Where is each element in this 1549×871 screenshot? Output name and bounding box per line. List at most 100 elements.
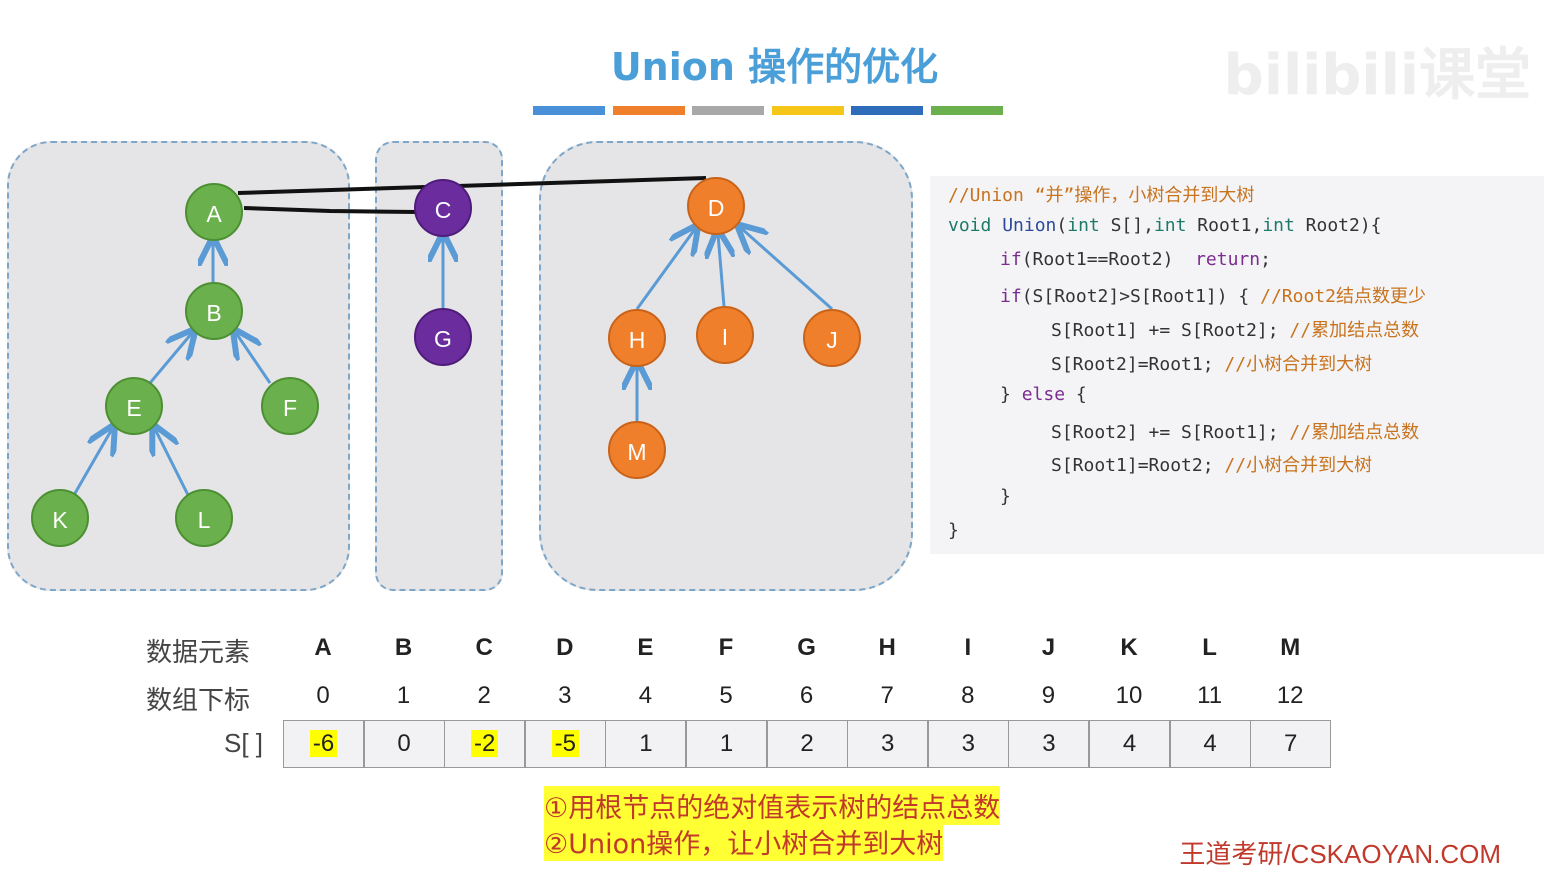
table-s-cell bbox=[1250, 720, 1332, 768]
color-bar-segment bbox=[771, 106, 844, 115]
node-j: J bbox=[803, 309, 861, 367]
table-s-cell bbox=[1089, 720, 1170, 768]
code-line-8: S[Root2] += S[Root1]; //累加结点总数 bbox=[1051, 422, 1420, 443]
table-s-cell bbox=[1008, 720, 1090, 768]
code-line-7: } else { bbox=[1000, 384, 1087, 405]
node-b: B bbox=[185, 282, 243, 340]
table-index-cell: 8 bbox=[961, 682, 975, 709]
table-s-value: -6 bbox=[283, 730, 364, 758]
table-s-value-text: 0 bbox=[397, 730, 411, 757]
edge-i-d bbox=[718, 234, 724, 307]
node-m: M bbox=[608, 421, 666, 479]
table-s-value: 4 bbox=[1170, 730, 1251, 758]
table-header-cell: C bbox=[475, 634, 493, 661]
table-header-cell: J bbox=[1041, 634, 1056, 661]
node-g: G bbox=[414, 308, 472, 366]
table-header-cell: I bbox=[964, 634, 972, 661]
node-i: I bbox=[696, 306, 754, 364]
label-array-index: 数组下标 bbox=[146, 686, 251, 716]
color-bar-segment bbox=[612, 106, 685, 115]
table-s-value-text: 3 bbox=[881, 730, 895, 757]
table-index-cell: 11 bbox=[1197, 682, 1223, 709]
code-line-6: S[Root2]=Root1; //小树合并到大树 bbox=[1051, 354, 1373, 375]
node-k: K bbox=[31, 489, 89, 547]
table-s-cell bbox=[766, 720, 848, 768]
table-index-cell: 9 bbox=[1041, 682, 1056, 709]
code-line-1: //Union “并”操作，小树合并到大树 bbox=[948, 185, 1255, 206]
table-index-cell: 5 bbox=[719, 682, 733, 709]
code-block: //Union “并”操作，小树合并到大树 void Union(int S[]… bbox=[930, 176, 1544, 554]
table-s-value-text: 2 bbox=[800, 730, 814, 757]
node-l: L bbox=[175, 489, 233, 547]
node-c: C bbox=[414, 179, 472, 237]
link-a-d bbox=[237, 176, 707, 195]
edge-f-b bbox=[236, 333, 272, 384]
node-h: H bbox=[608, 309, 666, 367]
node-f: F bbox=[261, 377, 319, 435]
color-bar-segment bbox=[930, 106, 1003, 115]
table-s-value: 7 bbox=[1250, 730, 1331, 758]
edge-l-e bbox=[155, 429, 190, 496]
edge-k-e bbox=[72, 429, 112, 496]
table-header-cell: K bbox=[1120, 634, 1138, 661]
table-s-value-text: 1 bbox=[719, 730, 734, 757]
table-s-value-text: 1 bbox=[639, 730, 653, 757]
table-s-value-text: -2 bbox=[471, 730, 499, 757]
slide-title: Union 操作的优化 bbox=[610, 45, 939, 89]
table-index-cell: 4 bbox=[638, 682, 653, 709]
code-line-11: } bbox=[948, 520, 959, 541]
node-e: E bbox=[105, 377, 163, 435]
table-header-cell: A bbox=[314, 634, 332, 661]
note-2: ②Union操作，让小树合并到大树 bbox=[544, 822, 944, 861]
table-s-cell bbox=[363, 720, 445, 768]
color-bar-segment bbox=[851, 106, 923, 115]
table-s-value-text: -6 bbox=[309, 730, 338, 757]
table-s-value-text: 4 bbox=[1203, 730, 1217, 757]
table-s-value: 3 bbox=[1008, 730, 1089, 758]
table-s-value-text: -5 bbox=[551, 730, 579, 757]
table-header-cell: M bbox=[1280, 634, 1301, 661]
table-index-cell: 2 bbox=[477, 682, 491, 709]
watermark-logo: bilibili课堂 bbox=[1223, 43, 1531, 108]
table-header-cell: H bbox=[878, 634, 896, 661]
code-line-5: S[Root1] += S[Root2]; //累加结点总数 bbox=[1051, 320, 1420, 341]
code-line-9: S[Root1]=Root2; //小树合并到大树 bbox=[1051, 455, 1373, 476]
table-header-cell: E bbox=[637, 634, 654, 661]
table-s-cell bbox=[605, 720, 687, 768]
table-header-cell: G bbox=[797, 634, 816, 661]
table-s-cell bbox=[1169, 720, 1251, 768]
table-s-value: -5 bbox=[525, 730, 606, 758]
table-header-cell: F bbox=[718, 634, 734, 661]
table-index-cell: 10 bbox=[1115, 682, 1143, 709]
table-s-value: 3 bbox=[847, 730, 928, 758]
table-s-value-text: 4 bbox=[1122, 730, 1137, 757]
color-bar-segment bbox=[533, 106, 605, 115]
edge-e-b bbox=[148, 333, 192, 384]
code-line-10: } bbox=[1000, 486, 1011, 507]
table-index-cell: 6 bbox=[799, 682, 814, 709]
edge-h-d bbox=[635, 229, 695, 310]
code-line-3: if(Root1==Root2) return; bbox=[1000, 249, 1271, 270]
code-line-2: void Union(int S[],int Root1,int Root2){ bbox=[948, 215, 1382, 236]
table-index-cell: 1 bbox=[396, 682, 411, 709]
link-a-c bbox=[243, 206, 419, 214]
table-index-cell: 0 bbox=[316, 682, 330, 709]
label-s-array: S[ ] bbox=[224, 728, 264, 758]
node-a: A bbox=[185, 183, 243, 241]
note-1: ①用根节点的绝对值表示树的结点总数 bbox=[544, 786, 1001, 825]
table-s-value: 4 bbox=[1089, 730, 1170, 758]
table-header-cell: B bbox=[394, 634, 413, 661]
table-s-value-text: 3 bbox=[961, 730, 975, 757]
table-s-cell bbox=[847, 720, 929, 768]
label-data-elements: 数据元素 bbox=[146, 638, 251, 668]
table-index-cell: 7 bbox=[880, 682, 894, 709]
table-s-value: 0 bbox=[364, 730, 445, 758]
table-index-cell: 12 bbox=[1276, 682, 1304, 709]
table-s-cell bbox=[927, 720, 1009, 768]
table-s-value-text: 3 bbox=[1042, 730, 1056, 757]
table-s-cell bbox=[686, 720, 767, 768]
table-header-cell: L bbox=[1202, 634, 1217, 661]
table-header-cell: D bbox=[556, 634, 574, 661]
table-index-cell: 3 bbox=[558, 682, 572, 709]
